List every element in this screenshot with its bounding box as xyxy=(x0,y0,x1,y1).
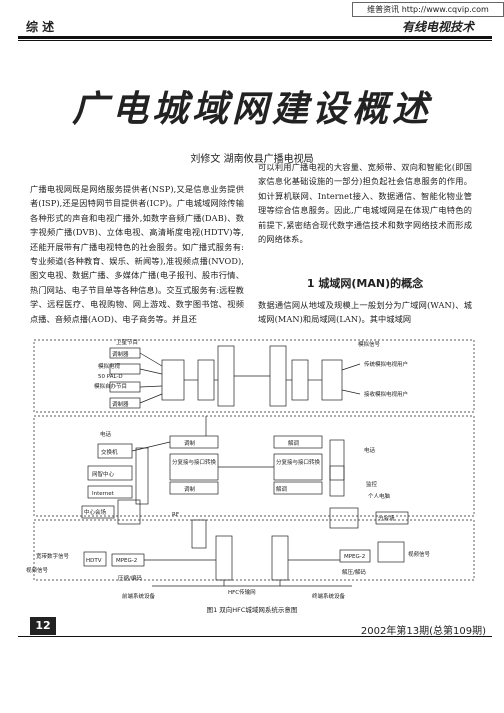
svg-text:解调: 解调 xyxy=(276,485,288,493)
watermark: 维普资讯 http://www.cqvip.com xyxy=(352,2,504,17)
internet-box xyxy=(87,485,133,499)
svg-text:模拟自办节目: 模拟自办节目 xyxy=(94,382,127,390)
digital-mod-box xyxy=(197,359,215,401)
svg-text:调制: 调制 xyxy=(184,485,196,493)
svg-text:解压/解码: 解压/解码 xyxy=(342,568,366,576)
splitter-box xyxy=(321,359,343,401)
svg-text:电话: 电话 xyxy=(364,446,376,454)
svg-text:调制器: 调制器 xyxy=(112,350,129,358)
right-column-text-2: 数据通信网从地域及规模上一般划分为广域网(WAN)、城域网(MAN)和局域网(L… xyxy=(258,300,472,325)
journal-name: 有线电视技术 xyxy=(401,20,474,34)
author-line: 刘修文 湖南攸县广播电视局 xyxy=(190,154,314,165)
svg-text:分会场: 分会场 xyxy=(378,514,395,522)
svg-text:前端系统设备: 前端系统设备 xyxy=(122,592,156,600)
svg-text:解调: 解调 xyxy=(288,439,300,447)
svg-text:视频信号: 视频信号 xyxy=(408,550,431,558)
svg-text:模拟信号: 模拟信号 xyxy=(358,340,381,348)
svg-text:RF: RF xyxy=(172,512,179,518)
svg-text:Internet: Internet xyxy=(92,491,115,497)
svg-text:50 PAL-D: 50 PAL-D xyxy=(98,374,123,380)
down-rx-box xyxy=(269,345,287,407)
svg-text:传统模拟电视用户: 传统模拟电视用户 xyxy=(364,360,408,368)
svg-text:调制器: 调制器 xyxy=(112,400,129,408)
section-heading: 1 城域网(MAN)的概念 xyxy=(306,277,424,290)
down-tx-box xyxy=(217,345,235,407)
hfc-network-diagram: 卫星节目 调制器 模拟电视 50 PAL-D 模拟自办节目 调制器 模拟信号 传… xyxy=(26,338,475,600)
svg-text:个人电脑: 个人电脑 xyxy=(368,492,391,500)
svg-text:调制: 调制 xyxy=(184,439,196,447)
header-rule xyxy=(18,36,492,39)
svg-text:MPEG-2: MPEG-2 xyxy=(116,558,137,564)
footer-rule xyxy=(18,636,492,637)
svg-text:分复接与接口转换: 分复接与接口转换 xyxy=(172,458,217,466)
svg-text:HDTV: HDTV xyxy=(86,558,102,564)
article-title: 广电城域网建设概述 xyxy=(71,88,432,130)
label-satellite: 卫星节目 xyxy=(116,338,138,346)
digital-sep-box xyxy=(291,359,309,401)
svg-text:HFC传输网: HFC传输网 xyxy=(228,588,256,596)
svg-text:分复接与接口转换: 分复接与接口转换 xyxy=(276,458,321,466)
svg-text:模拟电视: 模拟电视 xyxy=(98,362,121,370)
right-column-text: 可以利用广播电视的大容量、宽频带、双向和智能化(即国家信息化基础设施的一部分)担… xyxy=(258,162,472,245)
svg-text:电话: 电话 xyxy=(100,430,112,438)
svg-text:终端系统设备: 终端系统设备 xyxy=(312,592,346,600)
left-column-text: 广播电视网既是网络服务提供者(NSP),又是信息业务提供者(ISP),还是因特网… xyxy=(30,184,244,324)
svg-text:中心会场: 中心会场 xyxy=(84,508,107,516)
section-header: 综 述 xyxy=(26,20,55,34)
figure-caption: 图1 双向HFC城域网系统示意图 xyxy=(206,606,298,614)
data-box xyxy=(135,447,149,505)
isdn-box xyxy=(87,465,133,481)
svg-text:MPEG-2: MPEG-2 xyxy=(344,554,365,560)
svg-text:视频信号: 视频信号 xyxy=(26,566,49,574)
svg-text:压缩/编码: 压缩/编码 xyxy=(118,574,142,582)
svg-text:网智中心: 网智中心 xyxy=(92,470,115,478)
svg-text:宽带数字信号: 宽带数字信号 xyxy=(36,552,70,560)
svg-text:监控: 监控 xyxy=(366,480,378,488)
svg-text:交换机: 交换机 xyxy=(101,448,118,456)
header-rule-thin xyxy=(18,40,492,41)
page-number: 12 xyxy=(30,617,56,635)
issue-info: 2002年第13期(总第109期) xyxy=(360,626,486,637)
svg-text:接收模拟电视用户: 接收模拟电视用户 xyxy=(364,390,408,398)
combiner-box xyxy=(161,359,185,401)
